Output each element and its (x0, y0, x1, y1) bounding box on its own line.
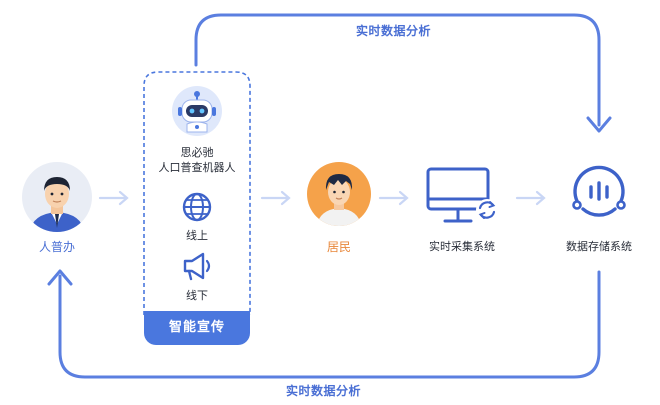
data-storage-icon (565, 161, 633, 229)
resident-label: 居民 (326, 240, 351, 254)
globe-icon (181, 191, 213, 223)
robot-icon (172, 86, 222, 136)
robot-label-name: 人口普查机器人 (158, 161, 236, 174)
top-loop-connector (194, 13, 601, 127)
top-flow-label: 实时数据分析 (356, 24, 432, 38)
admin-avatar-icon (22, 162, 92, 232)
robot-label-brand: 思必驰 (180, 146, 214, 159)
flow-arrow-4 (515, 190, 546, 206)
collection-label: 实时采集系统 (429, 240, 495, 253)
resident-avatar-icon (307, 162, 371, 226)
storage-label: 数据存储系统 (566, 240, 632, 253)
panel-dashed-border (143, 71, 251, 315)
online-label: 线上 (186, 229, 208, 242)
flow-arrow-1 (98, 190, 129, 206)
monitor-sync-icon (425, 166, 501, 228)
admin-label: 人普办 (38, 240, 75, 254)
offline-label: 线下 (186, 289, 208, 302)
flow-arrow-2 (260, 190, 291, 206)
bottom-flow-label: 实时数据分析 (286, 384, 362, 398)
flow-arrow-3 (378, 190, 409, 206)
bottom-loop-arrowhead (47, 269, 73, 286)
panel-title-bar: 智能宣传 (144, 311, 250, 345)
megaphone-icon (181, 251, 215, 281)
top-loop-arrowhead (586, 116, 612, 133)
bottom-loop-connector (58, 270, 601, 379)
